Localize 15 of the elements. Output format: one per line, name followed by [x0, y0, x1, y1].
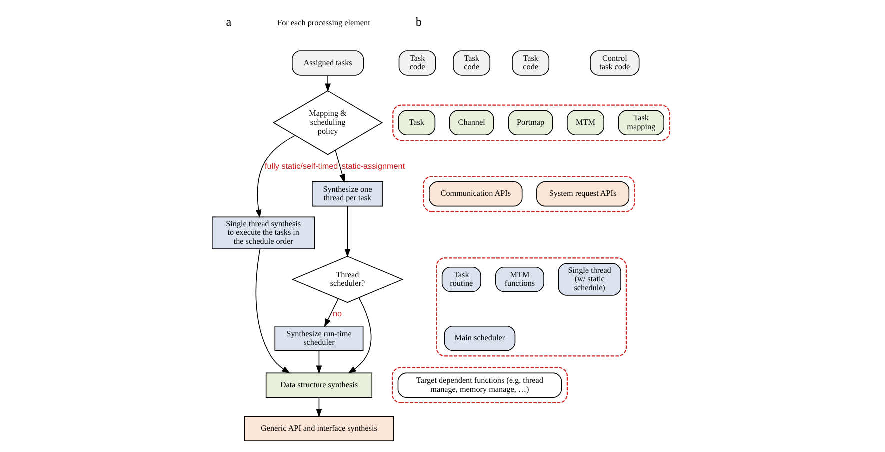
- cluster: [422, 176, 635, 212]
- arrow: [344, 206, 350, 258]
- label: a: [226, 15, 232, 30]
- arrow: [255, 135, 296, 218]
- cluster: [436, 258, 626, 357]
- arrow: [255, 248, 290, 374]
- arrow: [316, 397, 322, 418]
- arrow: [316, 350, 322, 374]
- cluster: [392, 104, 670, 142]
- arrow: [324, 75, 330, 92]
- arrow: [334, 150, 345, 183]
- cluster: [391, 367, 568, 404]
- arrow: [348, 298, 372, 374]
- arrow: [324, 298, 338, 328]
- label: b: [415, 15, 422, 30]
